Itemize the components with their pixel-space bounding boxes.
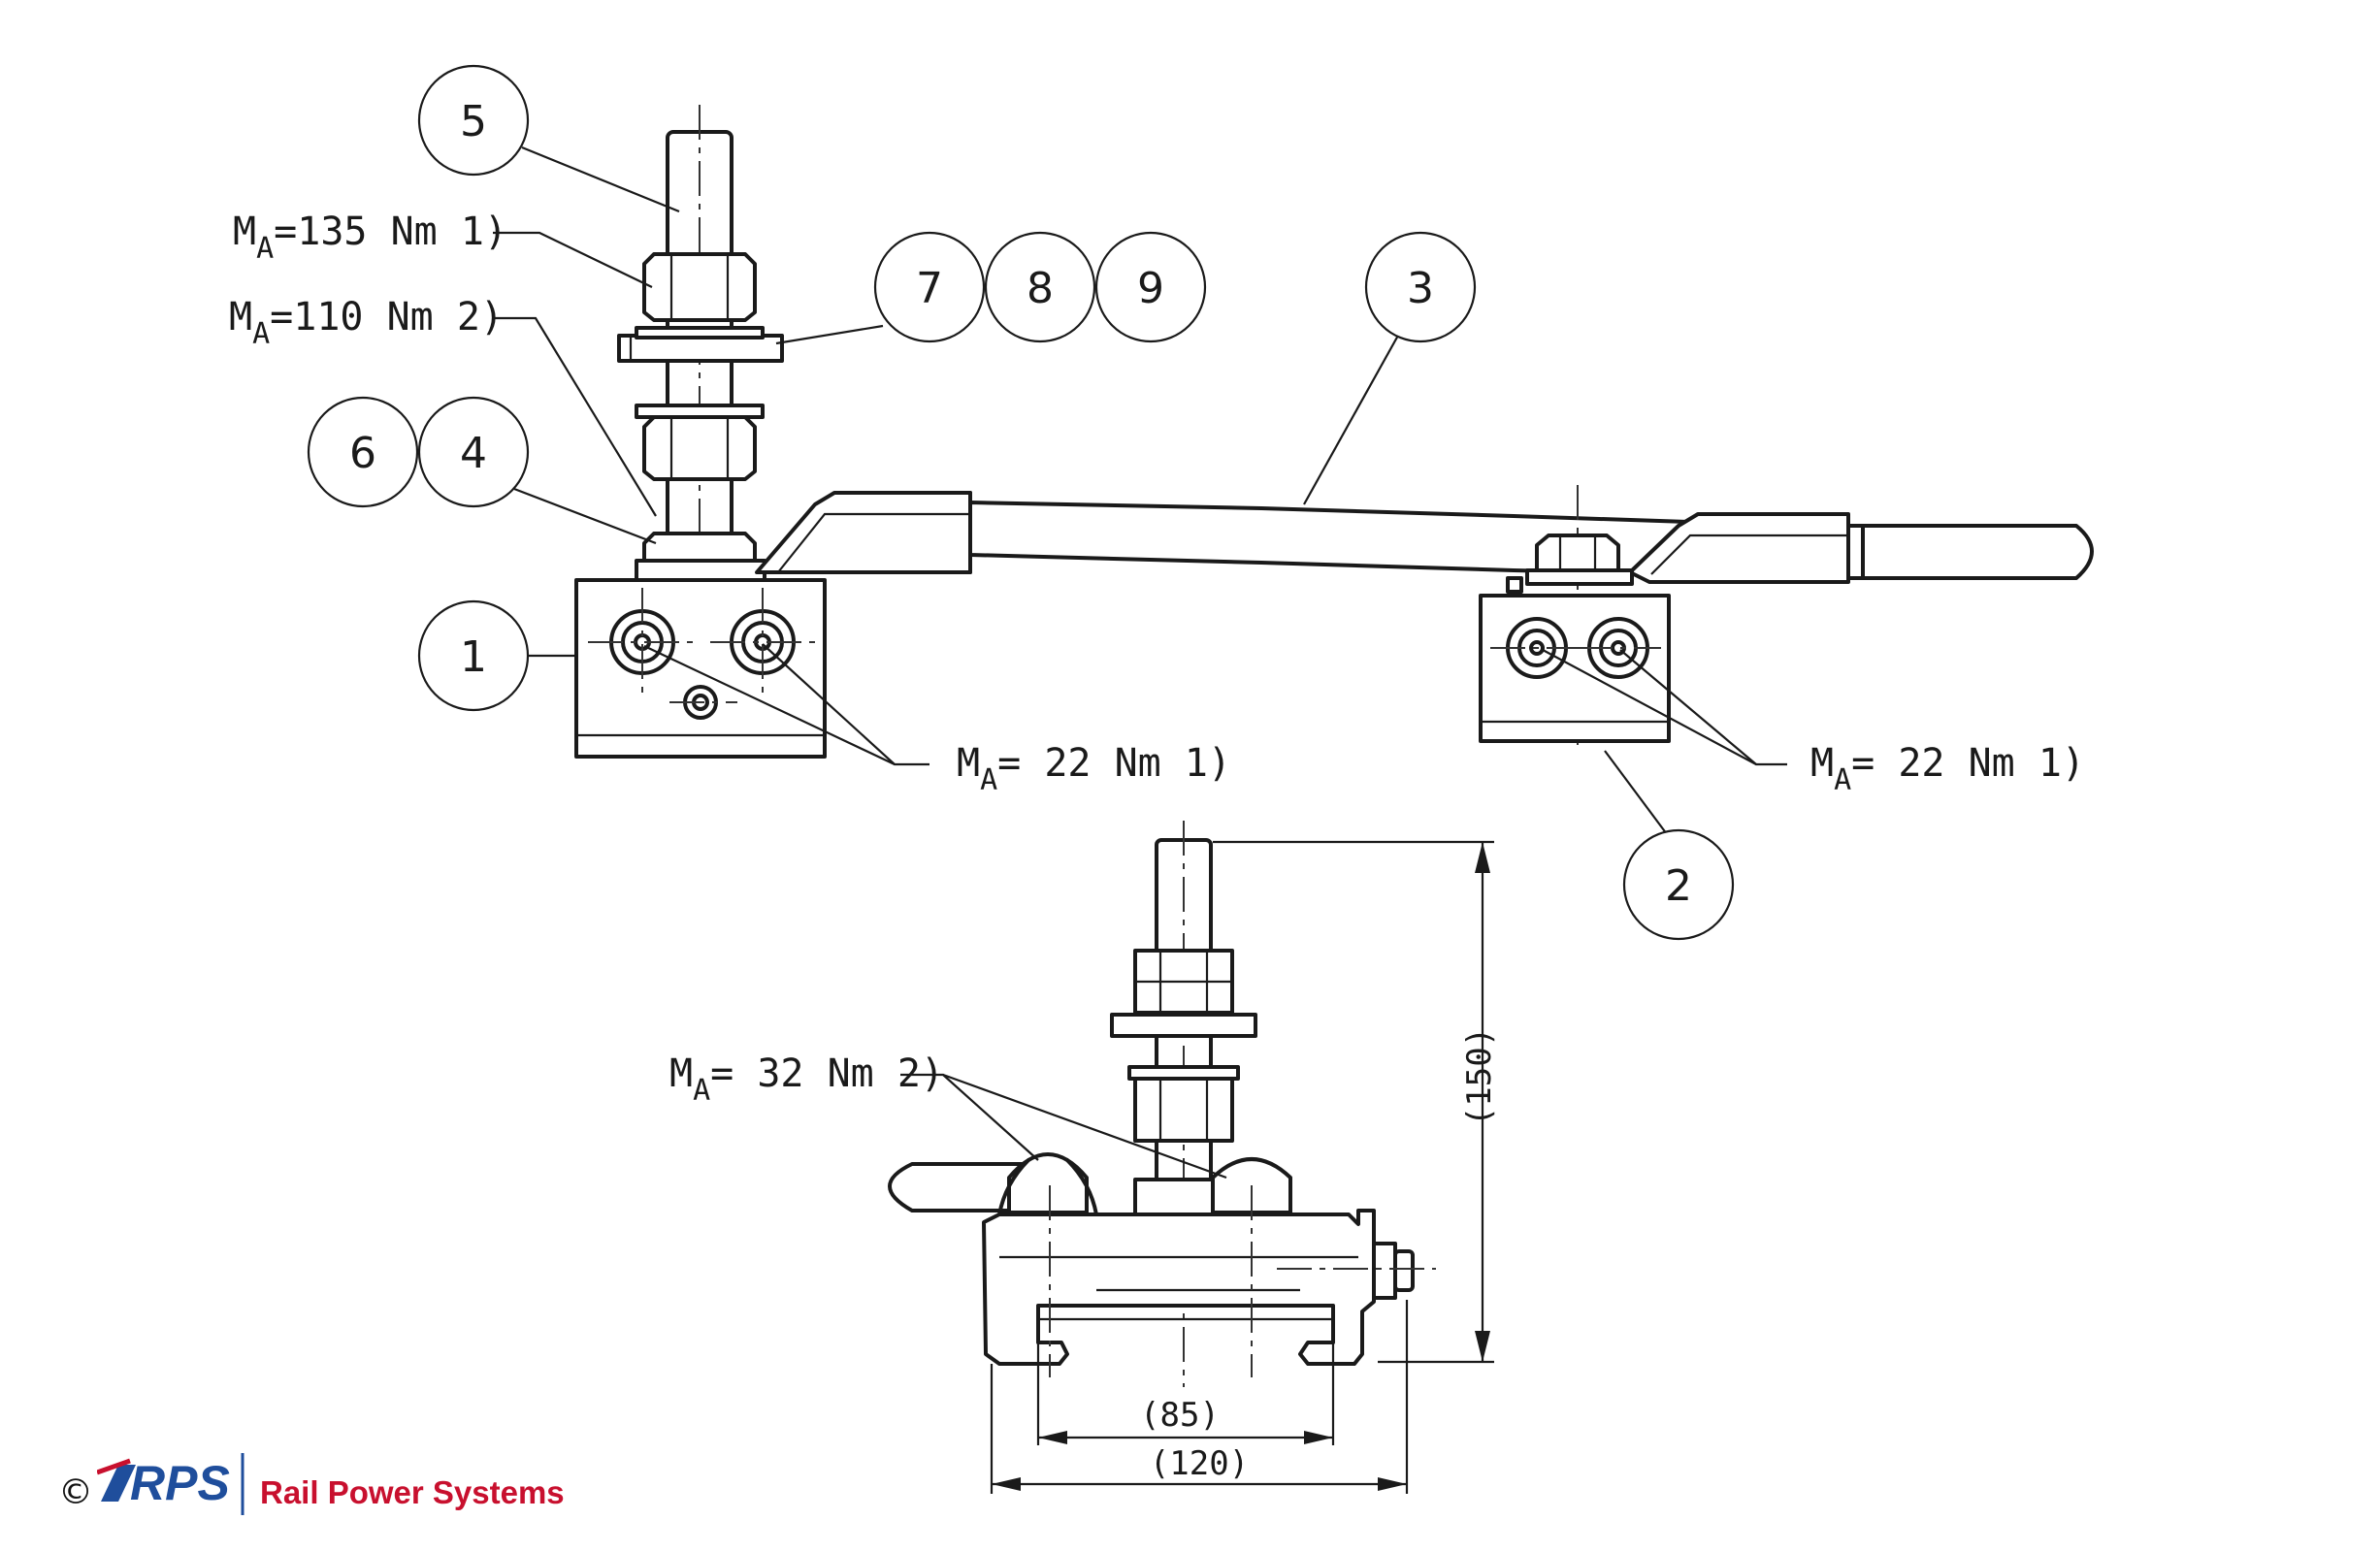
svg-text:9: 9 [1137,264,1164,313]
rps-logo: RPS [97,1453,245,1515]
svg-text:4: 4 [460,429,487,478]
balloon-1: 1 [417,599,530,712]
brand-name: Rail Power Systems [260,1474,565,1510]
torque-label-32: MA= 32 Nm 2) [669,1051,944,1108]
balloon-7: 7 [873,231,986,343]
balloon-2: 2 [1622,828,1735,941]
dimension-inner-width: (85) [1140,1396,1220,1435]
svg-text:6: 6 [349,429,376,478]
balloon-3: 3 [1364,231,1477,343]
torque-label-135: MA=135 Nm 1) [233,210,507,266]
side-view [888,821,1436,1387]
svg-text:RPS: RPS [130,1456,230,1510]
svg-text:7: 7 [916,264,943,313]
svg-text:5: 5 [460,97,487,146]
torque-label-22-left: MA= 22 Nm 1) [957,741,1231,797]
copyright-symbol: © [58,1472,93,1512]
logo-swoosh-icon [97,1458,136,1502]
svg-text:2: 2 [1665,861,1692,911]
dimension-outer-width: (120) [1150,1444,1249,1483]
left-clamp-assembly [574,105,827,759]
balloon-4: 4 [417,396,530,508]
balloon-9: 9 [1094,231,1207,343]
balloon-5: 5 [417,64,530,177]
svg-text:1: 1 [460,632,487,682]
torque-label-110: MA=110 Nm 2) [229,295,504,351]
connecting-rod [755,491,2094,584]
dimension-height: (150) [1460,1027,1499,1126]
leader-lines [493,146,1787,1180]
balloon-6: 6 [307,396,419,508]
dimension-lines [990,840,1494,1494]
torque-label-22-right: MA= 22 Nm 1) [1810,741,2085,797]
right-clamp-assembly [1479,485,1671,747]
svg-text:8: 8 [1027,264,1054,313]
balloon-8: 8 [984,231,1096,343]
svg-text:3: 3 [1407,264,1434,313]
